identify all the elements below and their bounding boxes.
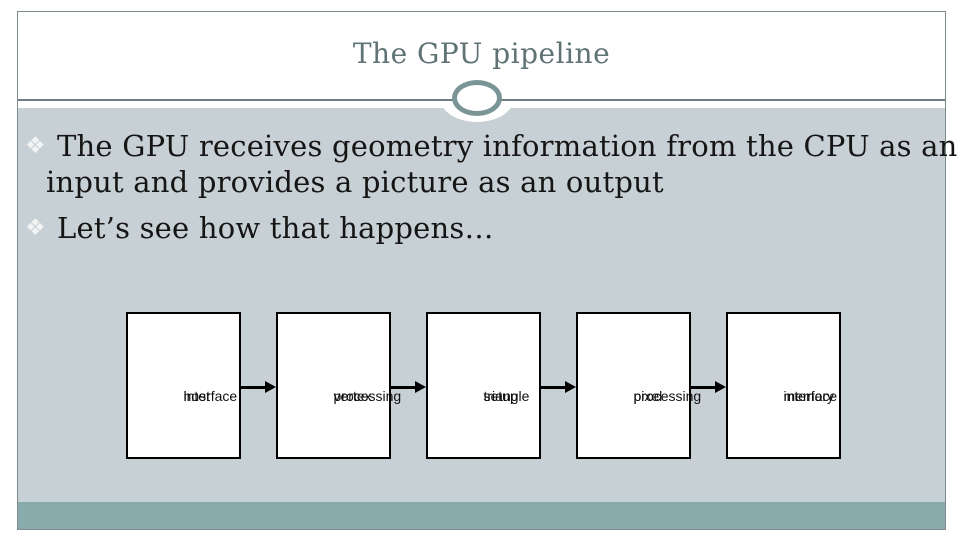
flow-arrow-icon [541, 380, 576, 396]
bullet-diamond-icon: ❖ [25, 133, 46, 159]
bullet-text-line: Let’s see how that happens… [57, 211, 494, 245]
slide-title: The GPU pipeline [352, 37, 611, 70]
flow-arrow-icon [241, 380, 276, 396]
flow-arrow-icon [391, 380, 426, 396]
flow-arrow-icon [691, 380, 726, 396]
bullet-text-line: input and provides a picture as an outpu… [46, 165, 664, 199]
pipeline-box-host-interface: host interface [126, 312, 241, 459]
bullet-diamond-icon: ❖ [25, 215, 46, 241]
slide-frame: The GPU pipeline ❖ The GPU receives geom… [17, 11, 957, 530]
pipeline-box-pixel-processing: pixel processing [576, 312, 701, 459]
pipeline-box-vertex-processing: vertex processing [276, 312, 401, 459]
bullet-text-line: The GPU receives geometry information fr… [57, 129, 958, 163]
theme-ellipse-ornament [452, 80, 502, 116]
pipeline-box-triangle-setup: triangle setup [426, 312, 541, 459]
pipeline-box-memory-interface: memory interface [726, 312, 841, 459]
footer-accent-bar [18, 502, 945, 529]
